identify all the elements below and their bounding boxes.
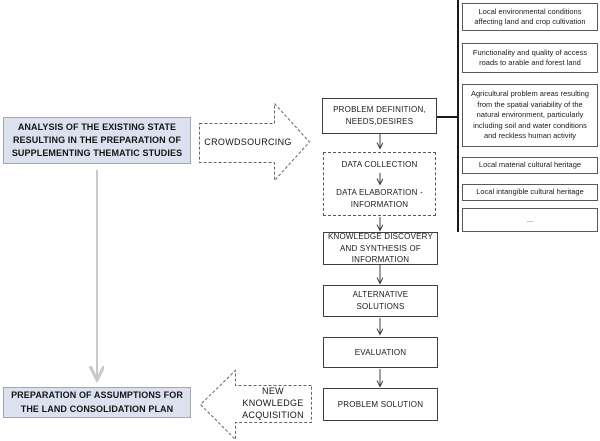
problem-definition-box: PROBLEM DEFINITION, NEEDS,DESIRES [322,98,437,134]
analysis-existing-state-box: ANALYSIS OF THE EXISTING STATE RESULTING… [3,117,191,164]
info-box-intangible-heritage: Local intangible cultural heritage [462,184,598,201]
evaluation-box: EVALUATION [323,337,438,368]
info-box-agricultural-problem-areas: Agricultural problem areas resulting fro… [462,84,598,147]
new-knowledge-acquisition-label: NEW KNOWLEDGE ACQUISITION [242,386,304,420]
info-box-access-roads: Functionality and quality of access road… [462,43,598,73]
info-box-ellipsis: ... [462,208,598,232]
data-elaboration-label: DATA ELABORATION - INFORMATION [336,188,423,209]
info-box-environmental-conditions: Local environmental conditions affecting… [462,3,598,31]
preparation-assumptions-box: PREPARATION OF ASSUMPTIONS FOR THE LAND … [3,387,191,418]
crowdsourcing-label: CROWDSOURCING [204,136,292,147]
knowledge-discovery-box: KNOWLEDGE DISCOVERY AND SYNTHESIS OF INF… [323,232,438,265]
data-stage-container: DATA COLLECTION DATA ELABORATION - INFOR… [323,152,436,216]
data-collection-label: DATA COLLECTION [341,160,418,169]
problem-solution-box: PROBLEM SOLUTION [323,388,438,421]
info-box-material-heritage: Local material cultural heritage [462,157,598,174]
alternative-solutions-box: ALTERNATIVE SOLUTIONS [323,285,438,317]
